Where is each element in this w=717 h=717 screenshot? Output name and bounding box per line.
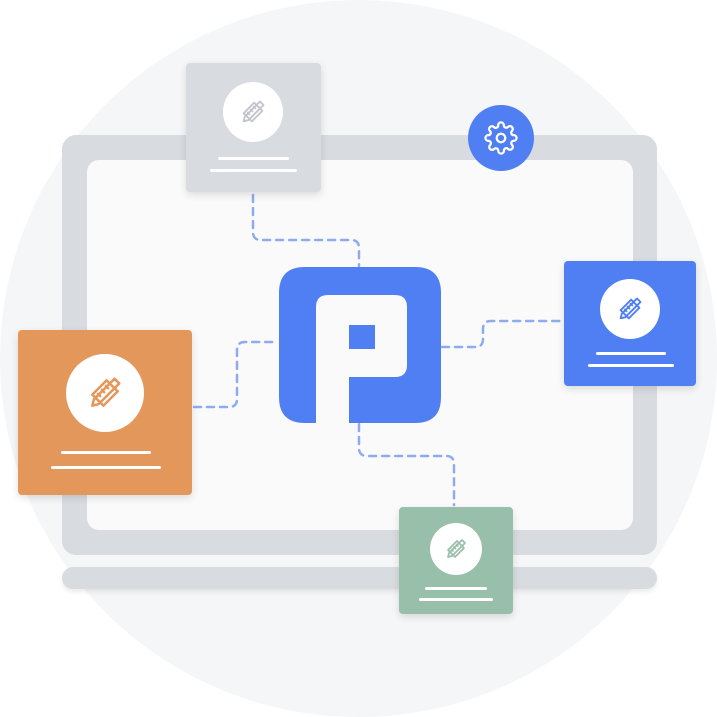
- brand-f-logo-icon: [279, 267, 441, 423]
- app-card-line: [210, 169, 297, 172]
- app-card-icon-circle: [430, 523, 482, 575]
- connector-green-card: [357, 422, 456, 507]
- app-card-blue: [564, 261, 696, 386]
- app-card-icon-circle: [223, 82, 283, 142]
- connector-orange-card: [192, 340, 280, 409]
- pencil-ruler-icon: [447, 539, 466, 558]
- app-card-gray: [186, 63, 321, 192]
- app-card-line: [61, 451, 151, 454]
- gear-icon: [484, 121, 518, 155]
- connector-gray-card: [251, 193, 361, 268]
- connector-blue-card: [440, 319, 566, 349]
- app-card-line: [419, 598, 493, 601]
- app-card-icon-circle: [600, 279, 660, 339]
- pencil-ruler-icon: [619, 297, 642, 320]
- app-card-icon-circle: [66, 354, 144, 432]
- app-card-line: [425, 587, 487, 590]
- app-card-line: [588, 364, 674, 367]
- settings-badge: [468, 105, 534, 171]
- pencil-ruler-icon: [91, 377, 121, 407]
- app-card-orange: [18, 330, 192, 495]
- app-card-line: [51, 466, 161, 469]
- app-card-line: [218, 157, 289, 160]
- app-card-green: [399, 507, 513, 614]
- app-card-line: [596, 352, 666, 355]
- pencil-ruler-icon: [242, 100, 265, 123]
